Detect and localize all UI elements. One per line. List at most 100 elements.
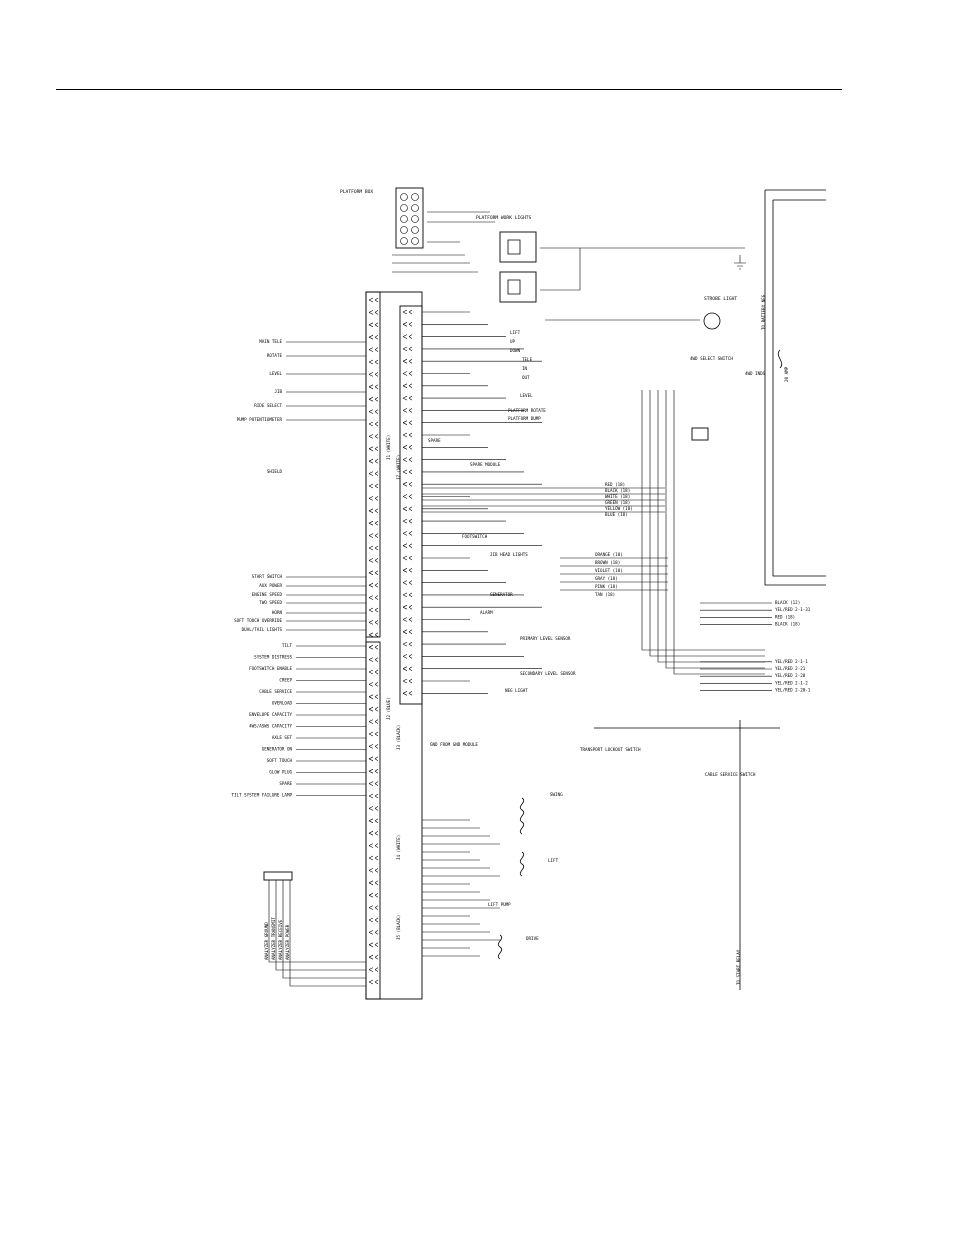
- connector-pin: [402, 322, 413, 327]
- connector-pin: [368, 930, 379, 935]
- battery-neg-label: TO BATTERY NEG: [761, 294, 766, 330]
- connector-j2: J2 (BLUE): [386, 697, 391, 720]
- connector-pin: [368, 359, 379, 365]
- connector-pin: [368, 644, 379, 650]
- wire-color-label: GREEN (18): [605, 500, 630, 505]
- pin-socket: [400, 226, 408, 234]
- platform-label: DRIVE: [526, 936, 539, 941]
- platform-label: GENERATOR: [490, 592, 513, 597]
- left-label: START SWITCH: [252, 574, 283, 579]
- wire-color-label: TAN (18): [595, 592, 615, 597]
- platform-label: LIFT PUMP: [488, 902, 511, 907]
- platform-label: UP: [510, 339, 516, 344]
- left-label: MAIN TELE: [259, 339, 282, 344]
- j2-label: FOOTSWITCH ENABLE: [249, 666, 292, 671]
- wire-color-label: WHITE (18): [605, 494, 630, 499]
- connector-pin: [368, 347, 379, 352]
- connector-pin: [368, 334, 379, 340]
- connector-pin: [368, 793, 379, 799]
- connector-pin: [368, 781, 379, 786]
- connector-pin: [368, 607, 379, 613]
- platform-box-label: PLATFORM BOX: [340, 189, 373, 195]
- wire-color-labels: RED (18)BLACK (18)WHITE (18)GREEN (18)YE…: [595, 482, 633, 597]
- legend-label: ANALYZER TRANSMIT: [271, 917, 276, 960]
- wire-traces: [392, 211, 765, 957]
- legend-wire: [275, 880, 366, 971]
- connector-pin: [368, 558, 379, 563]
- ground-note: GND FROM GND MODULE: [430, 742, 478, 747]
- connector-pin: [368, 508, 379, 514]
- connector-pin: [368, 880, 379, 886]
- platform-label: DOWN: [510, 348, 521, 353]
- connector-pin: [368, 892, 379, 898]
- wire-color-label: ORANGE (18): [595, 552, 623, 557]
- connector-pin: [402, 555, 413, 561]
- four-wd-inds-label: 4WD INDS: [745, 371, 766, 376]
- wire-color-label: VIOLET (18): [595, 568, 623, 573]
- connector-pin: [368, 322, 379, 328]
- legend-label: ANALYZER RECEIVE: [278, 919, 283, 960]
- j2-label: CREEP: [279, 678, 292, 683]
- connector-pin: [402, 518, 413, 524]
- connector-pin: [402, 358, 413, 364]
- connector-j3: J3 (BLACK): [396, 725, 401, 750]
- connector-pin: [368, 421, 379, 427]
- drop-wire: [649, 390, 765, 657]
- pin-socket: [400, 204, 408, 212]
- light-wire: [540, 247, 745, 321]
- right-terminal: BLACK (18): [775, 622, 800, 627]
- j2-label: CABLE SERVICE: [259, 689, 292, 694]
- connector-pin: [368, 669, 379, 675]
- connector-pin: [368, 496, 379, 501]
- connector-pin: [402, 568, 413, 573]
- ground-symbol: [734, 255, 746, 270]
- connector-pin: [402, 654, 413, 659]
- four-wd-select-label: 4WD SELECT SWITCH: [690, 356, 733, 361]
- pin-socket: [411, 193, 419, 201]
- connector-pin: [368, 818, 379, 824]
- wire-color-label: YELLOW (18): [605, 506, 633, 511]
- connector-pin: [368, 768, 379, 774]
- connector-pin: [402, 691, 413, 696]
- connector-pin: [402, 334, 413, 339]
- left-label: DUAL/TAIL LIGHTS: [242, 627, 283, 632]
- connector-pin: [368, 942, 379, 948]
- right-terminal: YEL/RED 2-20-1: [775, 688, 811, 693]
- connector-j5: J5 (BLACK): [396, 915, 401, 940]
- right-terminal: YEL/RED 2-20: [775, 673, 806, 678]
- cable-service-label: CABLE SERVICE SWITCH: [705, 772, 756, 777]
- left-label: HORN: [272, 610, 283, 615]
- j2-label: ENVELOPE CAPACITY: [249, 712, 292, 717]
- connector-pin: [402, 629, 413, 635]
- connector-pin: [368, 905, 379, 910]
- connector-pin: [402, 531, 413, 536]
- connector-pin: [402, 432, 413, 438]
- connector-pin: [368, 954, 379, 960]
- right-terminal: YEL/RED 2-21: [775, 666, 806, 671]
- connector-pin: [368, 706, 379, 712]
- transport-lockout-label: TRANSPORT LOCKOUT SWITCH: [580, 747, 641, 752]
- connector-pin: [402, 420, 413, 425]
- main-connector-block: J1 (WHITE) J2 (BLUE) J3 (BLACK) J4 (WHIT…: [365, 291, 423, 1000]
- platform-label: SWING: [550, 792, 563, 797]
- connector-pin: [402, 309, 413, 315]
- connector-pin: [368, 719, 379, 724]
- battery-harness: TO BATTERY NEG 20 AMP: [761, 189, 826, 586]
- right-terminal: YEL/RED 2-1-31: [775, 607, 811, 612]
- connector-pin: [402, 457, 413, 462]
- connector-pin: [368, 446, 379, 452]
- platform-label: LEVEL: [520, 393, 533, 398]
- top-rule: [56, 89, 842, 90]
- connector-pin: [368, 855, 379, 861]
- connector-pin: [402, 371, 413, 376]
- connector-pin: [402, 481, 413, 487]
- connector-pin: [368, 520, 379, 526]
- connector-j1: J1 (WHITE): [386, 435, 391, 460]
- connector-pin: [368, 731, 379, 737]
- connector-pin: [368, 483, 379, 489]
- drop-wire: [665, 390, 765, 669]
- connector-pin: [368, 545, 379, 551]
